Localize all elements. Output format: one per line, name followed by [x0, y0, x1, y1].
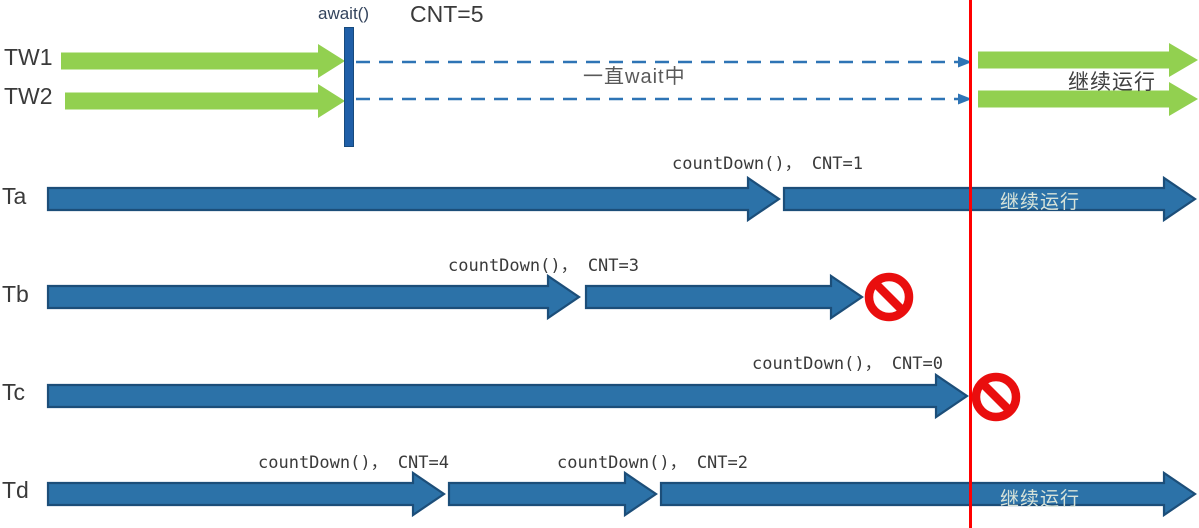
tb-continue-arrow [584, 273, 864, 321]
tb-blocked-icon [864, 272, 914, 322]
ta-continue-arrow [782, 175, 1197, 223]
latch-barrier-bar [344, 27, 354, 147]
ta-countdown-label: countDown()， CNT=1 [672, 154, 863, 174]
td-run-arrow-1 [46, 470, 446, 518]
tw2-run-arrow [65, 84, 345, 118]
td-run-arrow-2 [447, 470, 658, 518]
waiting-status-label: 一直wait中 [583, 66, 686, 88]
initial-count-label: CNT=5 [410, 1, 484, 27]
tw1-resume-arrow [978, 43, 1198, 77]
thread-label-tc: Tc [2, 379, 25, 405]
td-continue-arrow [659, 470, 1197, 518]
td-resume-label: 继续运行 [1000, 489, 1081, 510]
tb-countdown-label: countDown()， CNT=3 [448, 256, 639, 276]
td-countdown-label-1: countDown()， CNT=4 [258, 453, 449, 473]
tc-run-arrow [46, 372, 969, 420]
release-moment-line [969, 0, 972, 528]
tw1-run-arrow [61, 44, 345, 78]
ta-run-arrow [46, 175, 781, 223]
td-countdown-label-2: countDown()， CNT=2 [557, 453, 748, 473]
tw2-resume-arrow [978, 82, 1198, 116]
thread-label-tb: Tb [2, 281, 29, 307]
thread-label-tw2: TW2 [4, 83, 53, 109]
tw-resume-label: 继续运行 [1068, 71, 1156, 94]
tw1-wait-dashed-arrow [356, 56, 972, 68]
tw2-wait-dashed-arrow [356, 93, 972, 105]
tb-run-arrow [46, 273, 581, 321]
thread-label-td: Td [2, 477, 29, 503]
thread-label-tw1: TW1 [4, 44, 53, 70]
thread-label-ta: Ta [2, 183, 27, 209]
ta-resume-label: 继续运行 [1000, 192, 1081, 213]
tc-countdown-label: countDown()， CNT=0 [752, 354, 943, 374]
await-call-label: await() [318, 4, 370, 23]
tc-blocked-icon [971, 372, 1021, 422]
